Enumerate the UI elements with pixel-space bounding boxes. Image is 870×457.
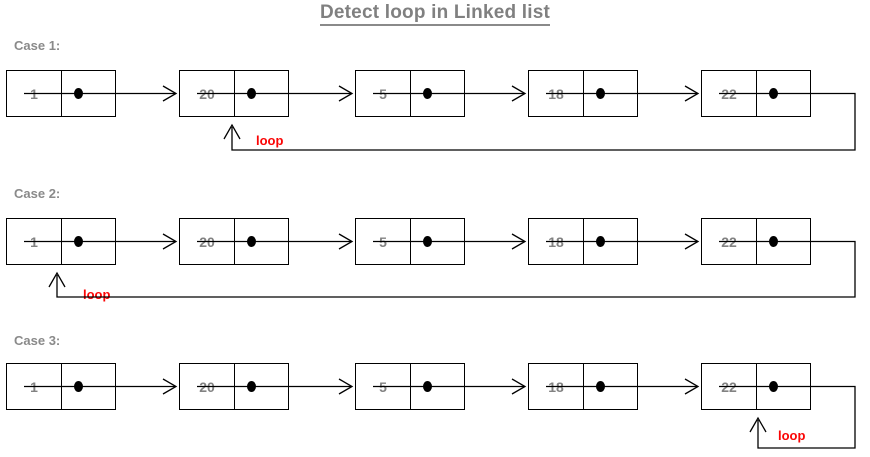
case-2-node-4-pointer (757, 219, 810, 264)
case-2-node-0-value: 1 (7, 219, 62, 264)
pointer-dot-icon (596, 88, 605, 99)
case-3-node-1-pointer (235, 364, 288, 409)
pointer-dot-icon (596, 381, 605, 392)
case-3-loop-label: loop (778, 428, 806, 443)
case-3-node-0: 1 (6, 363, 116, 410)
pointer-dot-icon (74, 236, 83, 247)
pointer-dot-icon (247, 236, 256, 247)
pointer-dot-icon (423, 381, 432, 392)
case-3-node-3: 18 (528, 363, 638, 410)
pointer-dot-icon (769, 88, 778, 99)
case-2-node-4: 22 (701, 218, 811, 265)
pointer-dot-icon (247, 381, 256, 392)
case-2-node-1-pointer (235, 219, 288, 264)
case-1-node-4: 22 (701, 70, 811, 117)
case-1-node-2-pointer (411, 71, 464, 116)
case-2-node-2-value: 5 (356, 219, 411, 264)
pointer-dot-icon (423, 88, 432, 99)
case-2-loop-label: loop (83, 287, 111, 302)
case-1-node-3: 18 (528, 70, 638, 117)
case-2-node-2-pointer (411, 219, 464, 264)
page-title: Detect loop in Linked list (0, 2, 870, 26)
case-1-node-4-value: 22 (702, 71, 757, 116)
case-2-node-0: 1 (6, 218, 116, 265)
case-3-node-1: 20 (179, 363, 289, 410)
case-1-node-3-value: 18 (529, 71, 584, 116)
case-3-label: Case 3: (14, 333, 61, 348)
case-1-node-3-pointer (584, 71, 637, 116)
pointer-dot-icon (769, 236, 778, 247)
case-1-label: Case 1: (14, 38, 61, 53)
case-2-node-3-pointer (584, 219, 637, 264)
case-1-node-1-value: 20 (180, 71, 235, 116)
case-2-node-4-value: 22 (702, 219, 757, 264)
case-1-node-0-value: 1 (7, 71, 62, 116)
case-1-node-1: 20 (179, 70, 289, 117)
case-2-node-1-value: 20 (180, 219, 235, 264)
case-1-node-2-value: 5 (356, 71, 411, 116)
case-1-loop-label: loop (256, 133, 284, 148)
case-3-node-1-value: 20 (180, 364, 235, 409)
pointer-dot-icon (769, 381, 778, 392)
case-3-node-0-pointer (62, 364, 115, 409)
pointer-dot-icon (423, 236, 432, 247)
case-2-node-1: 20 (179, 218, 289, 265)
pointer-dot-icon (247, 88, 256, 99)
case-2-node-3: 18 (528, 218, 638, 265)
case-3-node-2-value: 5 (356, 364, 411, 409)
pointer-dot-icon (74, 381, 83, 392)
case-3-node-2: 5 (355, 363, 465, 410)
case-1-node-0-pointer (62, 71, 115, 116)
case-3-node-4: 22 (701, 363, 811, 410)
page-title-text: Detect loop in Linked list (319, 2, 551, 26)
pointer-dot-icon (596, 236, 605, 247)
case-1-node-1-pointer (235, 71, 288, 116)
case-3-node-0-value: 1 (7, 364, 62, 409)
case-3-node-2-pointer (411, 364, 464, 409)
case-1-node-0: 1 (6, 70, 116, 117)
case-1-node-4-pointer (757, 71, 810, 116)
case-2-node-0-pointer (62, 219, 115, 264)
case-1-node-2: 5 (355, 70, 465, 117)
pointer-dot-icon (74, 88, 83, 99)
case-2-label: Case 2: (14, 186, 61, 201)
case-3-node-4-pointer (757, 364, 810, 409)
case-2-node-2: 5 (355, 218, 465, 265)
case-3-node-4-value: 22 (702, 364, 757, 409)
case-2-node-3-value: 18 (529, 219, 584, 264)
case-3-node-3-pointer (584, 364, 637, 409)
case-3-node-3-value: 18 (529, 364, 584, 409)
